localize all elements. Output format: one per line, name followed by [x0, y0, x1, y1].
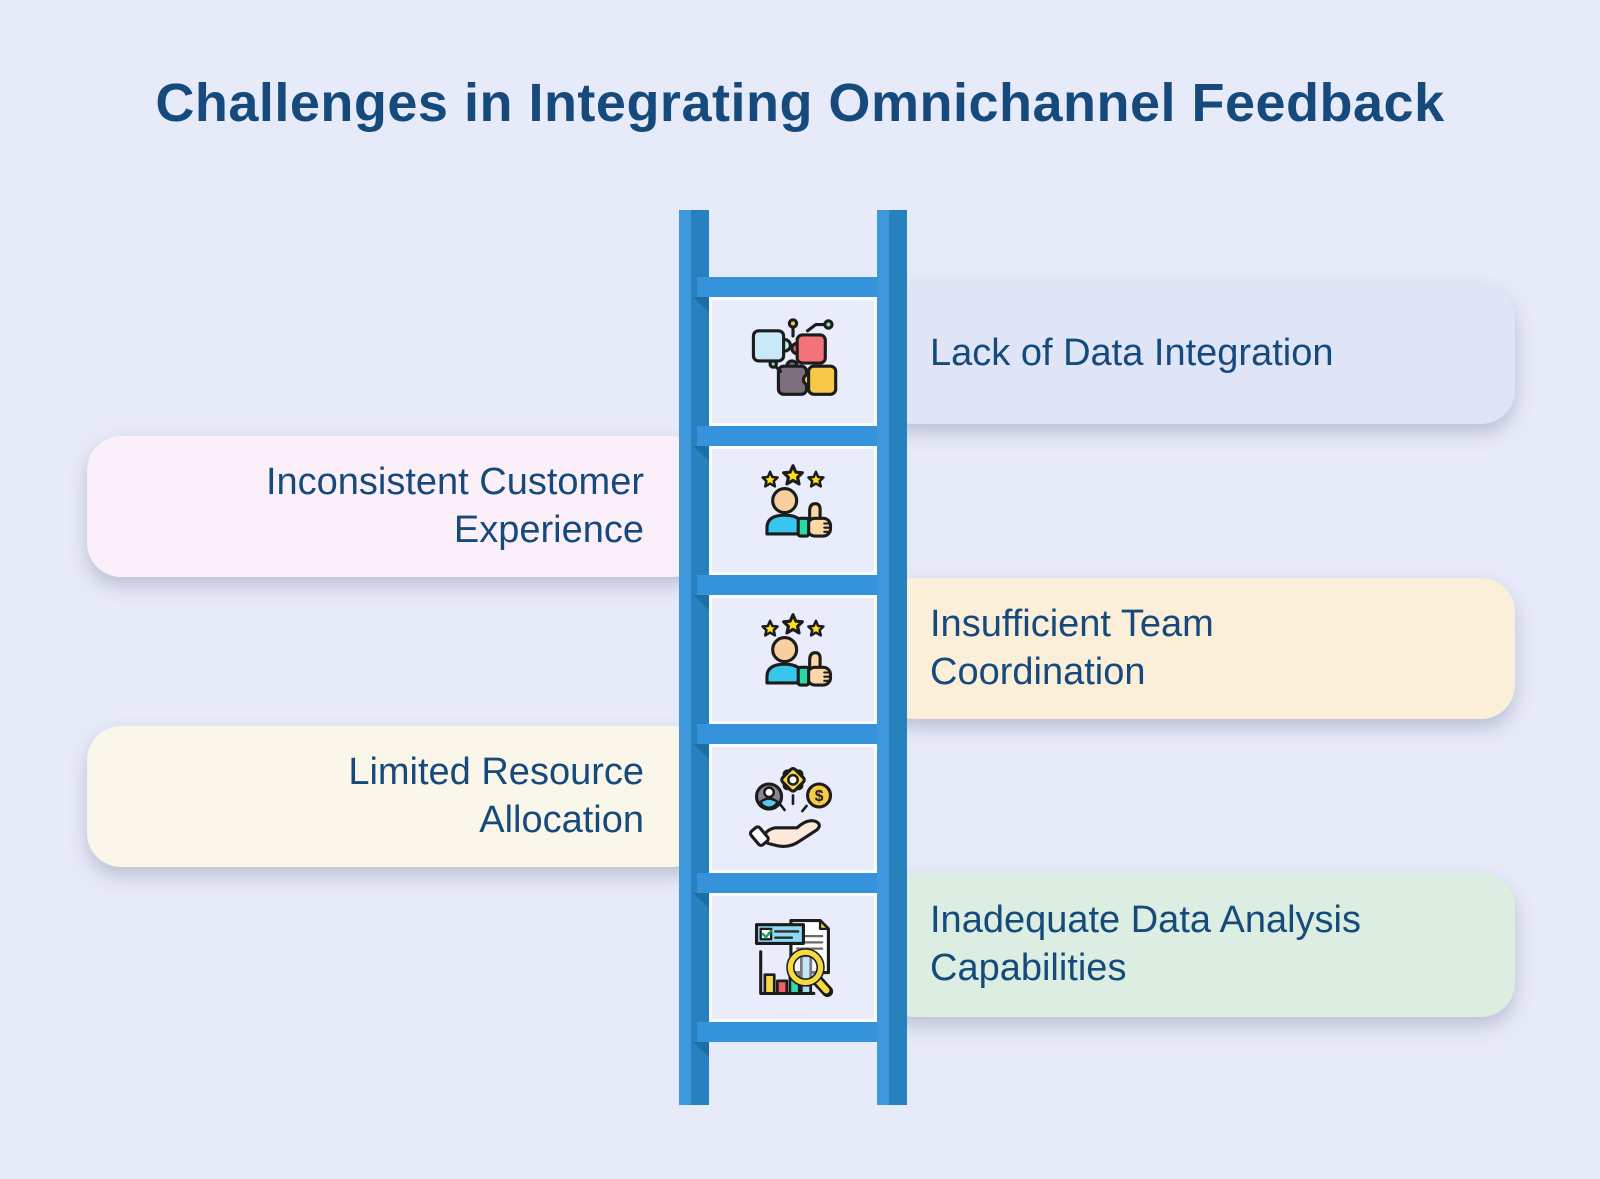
ladder-step-5: [709, 893, 877, 1022]
customer-thumbs-up-icon: [761, 612, 833, 687]
challenge-card-lack-of-data-integration: Lack of Data Integration: [880, 284, 1515, 424]
ladder-step-3: [709, 595, 877, 724]
ladder-step-2: [709, 446, 877, 575]
challenge-card-limited-resource-allocation: Limited Resource Allocation: [87, 726, 706, 867]
ladder-rung: [697, 1022, 877, 1042]
challenge-label: Limited Resource Allocation: [348, 750, 644, 841]
challenge-card-inadequate-data-analysis: Inadequate Data Analysis Capabilities: [880, 873, 1515, 1017]
challenge-label: Inadequate Data Analysis Capabilities: [930, 899, 1361, 989]
ladder-rung: [697, 426, 877, 446]
ladder-right-rail: [877, 210, 907, 1105]
ladder-rung: [697, 873, 877, 893]
challenge-card-inconsistent-customer-experience: Inconsistent Customer Experience: [87, 436, 706, 577]
customer-thumbs-up-icon: [761, 463, 833, 538]
challenge-label: Insufficient Team Coordination: [930, 602, 1214, 693]
page-title: Challenges in Integrating Omnichannel Fe…: [155, 73, 1445, 133]
ladder-step-1: [709, 297, 877, 426]
svg-text:$: $: [815, 788, 824, 805]
data-analysis-magnifier-icon: [754, 918, 834, 997]
ladder-rung: [697, 724, 877, 744]
ladder-rung: [697, 277, 877, 297]
challenge-label: Inconsistent Customer Experience: [265, 460, 644, 551]
challenge-label: Lack of Data Integration: [930, 332, 1334, 375]
puzzle-pieces-icon: [751, 317, 838, 396]
ladder-rung: [697, 575, 877, 595]
resource-allocation-hand-icon: $: [748, 766, 833, 848]
challenge-card-insufficient-team-coordination: Insufficient Team Coordination: [880, 578, 1515, 719]
ladder-left-rail: [679, 210, 709, 1105]
ladder-step-4: $: [709, 744, 877, 873]
